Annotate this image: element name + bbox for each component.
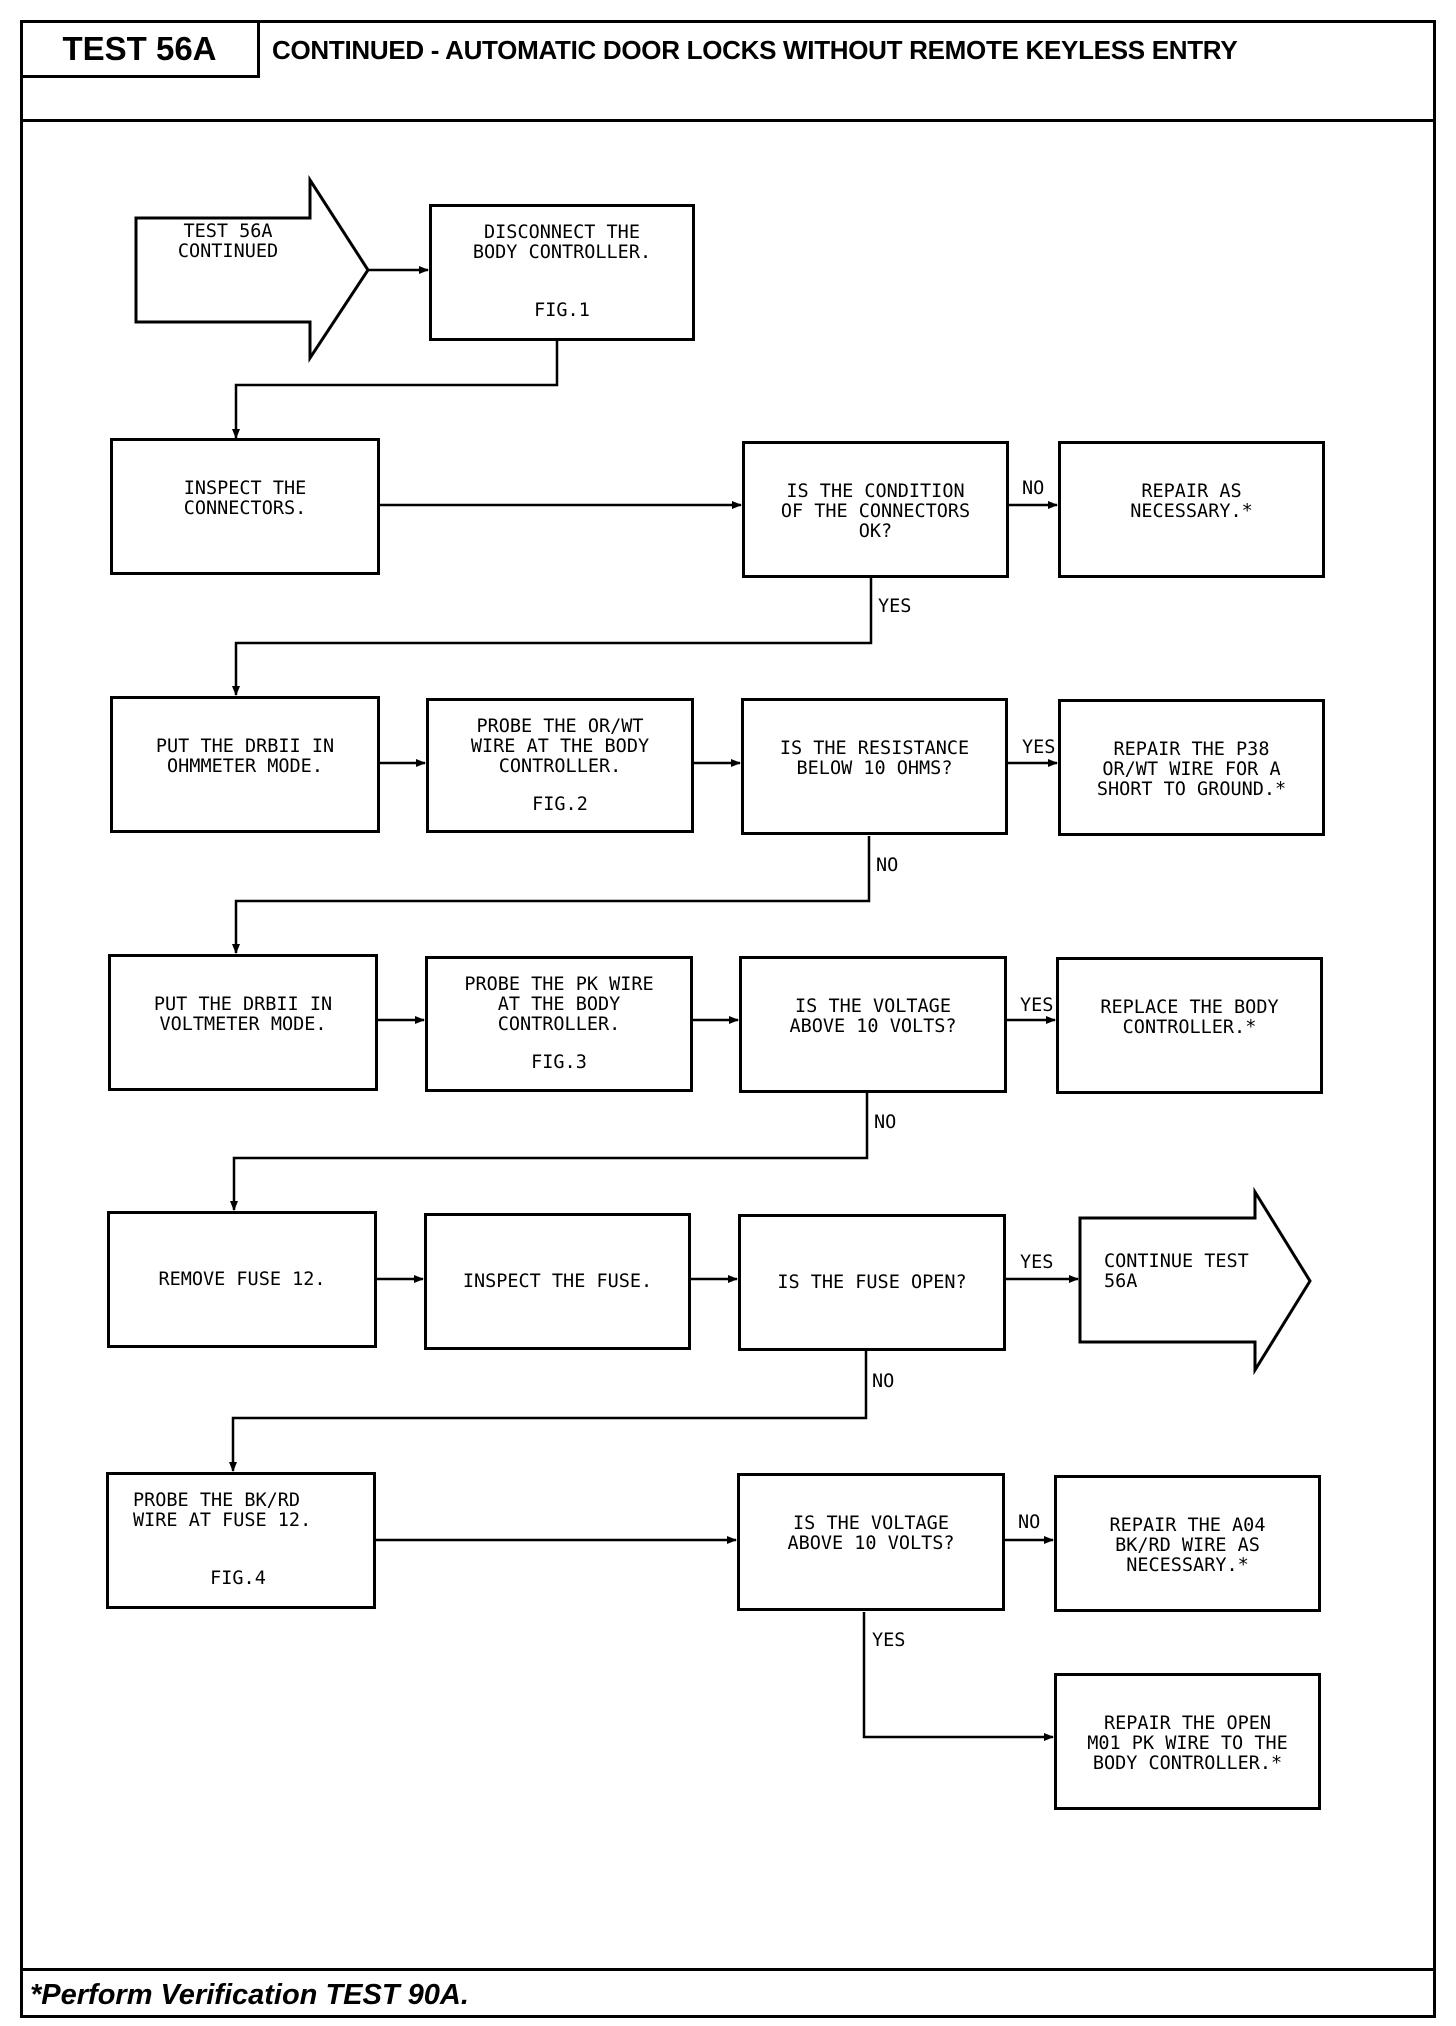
probe-pk-box: PROBE THE PK WIRE AT THE BODY CONTROLLER… — [425, 956, 693, 1092]
arrow-condition-ohmmeter — [232, 578, 873, 696]
label-no-voltage-1: NO — [874, 1112, 897, 1133]
label-yes-voltage-1: YES — [1020, 995, 1054, 1016]
disconnect-box: DISCONNECT THE BODY CONTROLLER. FIG.1 — [429, 204, 695, 341]
repair-m01-text: REPAIR THE OPEN M01 PK WIRE TO THE BODY … — [1087, 1713, 1288, 1774]
connectors-ok-text: IS THE CONDITION OF THE CONNECTORS OK? — [780, 481, 971, 542]
replace-body-box: REPLACE THE BODY CONTROLLER.* — [1056, 957, 1323, 1094]
label-no-voltage-2: NO — [1018, 1512, 1041, 1533]
label-yes-fuse: YES — [1020, 1252, 1054, 1273]
repair-necessary-box: REPAIR AS NECESSARY.* — [1058, 441, 1325, 578]
voltage-question-2-box: IS THE VOLTAGE ABOVE 10 VOLTS? — [737, 1473, 1005, 1611]
arrow-resistance-voltmeter — [232, 836, 871, 954]
probe-bk-rd-box: PROBE THE BK/RD WIRE AT FUSE 12. FIG.4 — [106, 1472, 376, 1609]
probe-pk-text: PROBE THE PK WIRE AT THE BODY CONTROLLER… — [464, 974, 654, 1035]
start-arrow-shape — [134, 174, 370, 364]
voltage-question-1-box: IS THE VOLTAGE ABOVE 10 VOLTS? — [739, 956, 1007, 1093]
probe-pk-fig: FIG.3 — [531, 1052, 587, 1073]
repair-a04-text: REPAIR THE A04 BK/RD WIRE AS NECESSARY.* — [1109, 1515, 1266, 1576]
ohmmeter-mode-text: PUT THE DRBII IN OHMMETER MODE. — [155, 736, 335, 777]
inspect-connectors-text: INSPECT THE CONNECTORS. — [183, 478, 307, 519]
footer-note: *Perform Verification TEST 90A. — [30, 1978, 469, 2011]
probe-or-wt-text: PROBE THE OR/WT WIRE AT THE BODY CONTROL… — [470, 716, 650, 777]
replace-body-text: REPLACE THE BODY CONTROLLER.* — [1100, 997, 1279, 1038]
probe-or-wt-box: PROBE THE OR/WT WIRE AT THE BODY CONTROL… — [426, 698, 694, 833]
arrow-disconnect-inspect — [232, 338, 559, 439]
voltage-question-2-text: IS THE VOLTAGE ABOVE 10 VOLTS? — [787, 1513, 955, 1554]
header-band — [20, 20, 1436, 122]
label-no-connectors: NO — [1022, 478, 1045, 499]
label-no-fuse: NO — [872, 1371, 895, 1392]
connectors-ok-box: IS THE CONDITION OF THE CONNECTORS OK? — [742, 441, 1009, 578]
inspect-fuse-text: INSPECT THE FUSE. — [462, 1271, 653, 1292]
remove-fuse-box: REMOVE FUSE 12. — [107, 1211, 377, 1348]
resistance-question-text: IS THE RESISTANCE BELOW 10 OHMS? — [779, 738, 970, 779]
probe-bk-rd-text: PROBE THE BK/RD WIRE AT FUSE 12. — [133, 1490, 312, 1531]
arrow-open-probebk — [229, 1350, 868, 1472]
fuse-open-question-box: IS THE FUSE OPEN? — [738, 1214, 1006, 1351]
voltmeter-mode-box: PUT THE DRBII IN VOLTMETER MODE. — [108, 954, 378, 1091]
page-title: CONTINUED - AUTOMATIC DOOR LOCKS WITHOUT… — [272, 34, 1238, 65]
resistance-question-box: IS THE RESISTANCE BELOW 10 OHMS? — [741, 698, 1008, 835]
start-arrow-label: TEST 56A CONTINUED — [177, 221, 279, 262]
disconnect-fig: FIG.1 — [534, 300, 590, 321]
repair-p38-text: REPAIR THE P38 OR/WT WIRE FOR A SHORT TO… — [1096, 739, 1287, 800]
continue-arrow-shape — [1078, 1186, 1312, 1376]
arrow-voltage-removefuse — [230, 1093, 869, 1211]
repair-a04-box: REPAIR THE A04 BK/RD WIRE AS NECESSARY.* — [1054, 1475, 1321, 1612]
continue-arrow-label: CONTINUE TEST 56A — [1104, 1251, 1249, 1292]
footer-band — [20, 1968, 1436, 2018]
ohmmeter-mode-box: PUT THE DRBII IN OHMMETER MODE. — [110, 696, 380, 833]
voltmeter-mode-text: PUT THE DRBII IN VOLTMETER MODE. — [153, 994, 333, 1035]
inspect-connectors-box: INSPECT THE CONNECTORS. — [110, 438, 380, 575]
label-yes-voltage-2: YES — [872, 1630, 906, 1651]
repair-necessary-text: REPAIR AS NECESSARY.* — [1130, 481, 1253, 522]
remove-fuse-text: REMOVE FUSE 12. — [158, 1269, 326, 1290]
inspect-fuse-box: INSPECT THE FUSE. — [424, 1213, 691, 1350]
disconnect-text: DISCONNECT THE BODY CONTROLLER. — [472, 222, 652, 263]
probe-bk-rd-fig: FIG.4 — [210, 1568, 266, 1589]
fuse-open-question-text: IS THE FUSE OPEN? — [777, 1272, 967, 1293]
label-no-resistance: NO — [876, 855, 899, 876]
repair-p38-box: REPAIR THE P38 OR/WT WIRE FOR A SHORT TO… — [1058, 699, 1325, 836]
test-label: TEST 56A — [22, 22, 260, 78]
arrow-voltage-repairm01 — [862, 1612, 1054, 1741]
voltage-question-1-text: IS THE VOLTAGE ABOVE 10 VOLTS? — [789, 996, 957, 1037]
repair-m01-box: REPAIR THE OPEN M01 PK WIRE TO THE BODY … — [1054, 1673, 1321, 1810]
label-yes-connectors: YES — [878, 596, 912, 617]
probe-or-wt-fig: FIG.2 — [532, 794, 588, 815]
label-yes-resistance: YES — [1022, 737, 1056, 758]
